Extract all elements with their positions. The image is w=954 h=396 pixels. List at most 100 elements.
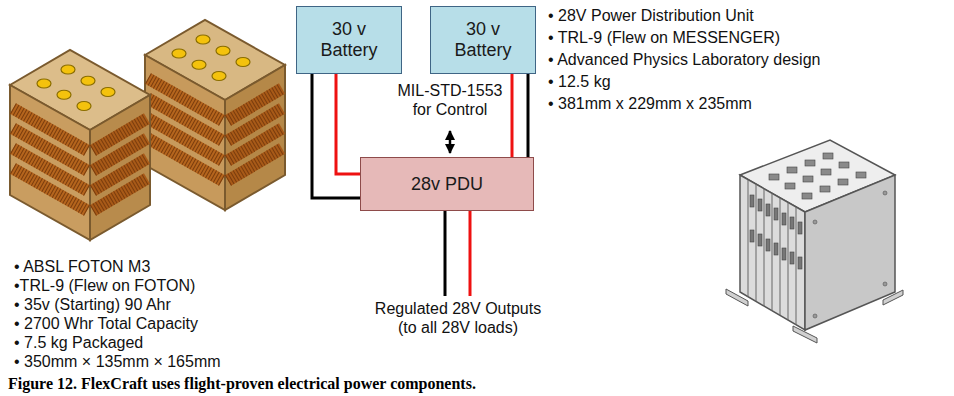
terminal-cap [57,90,71,99]
battery-module-side [225,65,285,210]
card-slot [796,207,797,325]
bus-label: MIL-STD-1553 for Control [394,82,506,120]
connector [839,162,849,168]
battery-wire-red [511,74,514,157]
connector [821,169,831,175]
connector [766,239,770,251]
battery-coils [13,109,147,211]
card-slot [756,184,757,301]
screw [813,220,817,224]
terminal-cap [192,60,206,69]
card-slot [748,180,749,297]
battery-spec: • ABSL FOTON M3 [14,258,150,277]
coil-windings [148,79,282,181]
terminal-cap [196,35,210,44]
battery-wire-black [312,74,360,198]
connector [823,153,833,159]
output-wire-black [444,211,447,296]
battery-module-side [10,85,90,240]
pdu-side [740,175,805,330]
terminal-cap [216,46,230,55]
connector [790,252,794,264]
connector [803,176,813,182]
pdu-side [805,175,895,330]
terminal-cap [172,49,186,58]
connector [856,172,866,178]
node-text: 30 v Battery [452,19,514,60]
coil-winding [228,129,282,161]
connector [782,213,786,225]
connector [785,183,795,189]
battery-module-side [90,95,150,240]
battery-coils [148,79,282,181]
pdu-spec: • TRL-9 (Flew on MESSENGER) [548,29,780,48]
pdu-slots [748,180,796,325]
connector [758,199,762,211]
coil-band [93,179,147,211]
control-bus-arrow [449,131,452,153]
terminal-cap [236,58,250,67]
connector [790,217,794,229]
battery-wire-black [527,74,530,157]
coil-winding [93,139,147,171]
pdu-box: 28v PDU [360,157,534,211]
output-wire-red [469,211,472,296]
connector [838,179,848,185]
connector [750,195,754,207]
coil-winding [93,119,147,151]
terminal-caps [37,65,115,111]
connector [798,222,802,234]
terminal-cap [212,72,226,81]
screw [883,191,887,195]
terminal-cap [81,76,95,85]
pdu-spec: • 381mm x 229mm x 235mm [548,95,752,114]
terminal-cap [61,65,75,74]
battery-wire-red [336,74,360,174]
screw [813,314,817,318]
coil-winding [93,179,147,211]
connector [769,174,779,180]
battery-box: 30 v Battery [430,6,536,74]
figure-caption: Figure 12. FlexCraft uses flight-proven … [8,375,476,393]
coil-winding [93,159,147,191]
coil-winding [148,139,222,181]
terminal-caps [172,35,250,81]
battery-spec: •TRL-9 (Flew on FOTON) [14,277,195,296]
coil-winding [228,89,282,121]
pdu-screws [813,191,887,318]
pdu-photo [726,140,903,343]
battery-spec: • 2700 Whr Total Capacity [14,315,198,334]
connector [802,193,812,199]
pdu-side-connectors [750,195,802,269]
node-text: 30 v Battery [318,19,380,60]
battery-module-side [145,55,225,210]
card-slot [772,193,773,311]
coil-windings [13,109,147,211]
connector [820,186,830,192]
battery-spec: • 7.5 kg Packaged [14,334,143,353]
connector [782,248,786,260]
connector [758,234,762,246]
battery-photo [10,20,285,240]
connector [787,167,797,173]
screw [883,282,887,286]
output-label: Regulated 28V Outputs (to all 28V loads) [372,300,544,338]
connector [774,208,778,220]
pdu-spec: • 12.5 kg [548,73,611,92]
coil-winding [228,109,282,141]
pdu-top-connectors [769,153,866,199]
battery-spec: • 350mm × 135mm × 165mm [14,353,221,372]
coil-band [228,149,282,181]
node-text: 28v PDU [411,174,483,195]
card-slot [780,198,781,316]
battery-box: 30 v Battery [296,6,402,74]
card-slot [764,189,765,306]
connector [805,160,815,166]
pdu-spec: • Advanced Physics Laboratory design [548,51,820,70]
card-slot [788,202,789,320]
terminal-cap [37,79,51,88]
battery-spec: • 35v (Starting) 90 Ahr [14,296,171,315]
coil-winding [228,149,282,181]
terminal-cap [101,88,115,97]
